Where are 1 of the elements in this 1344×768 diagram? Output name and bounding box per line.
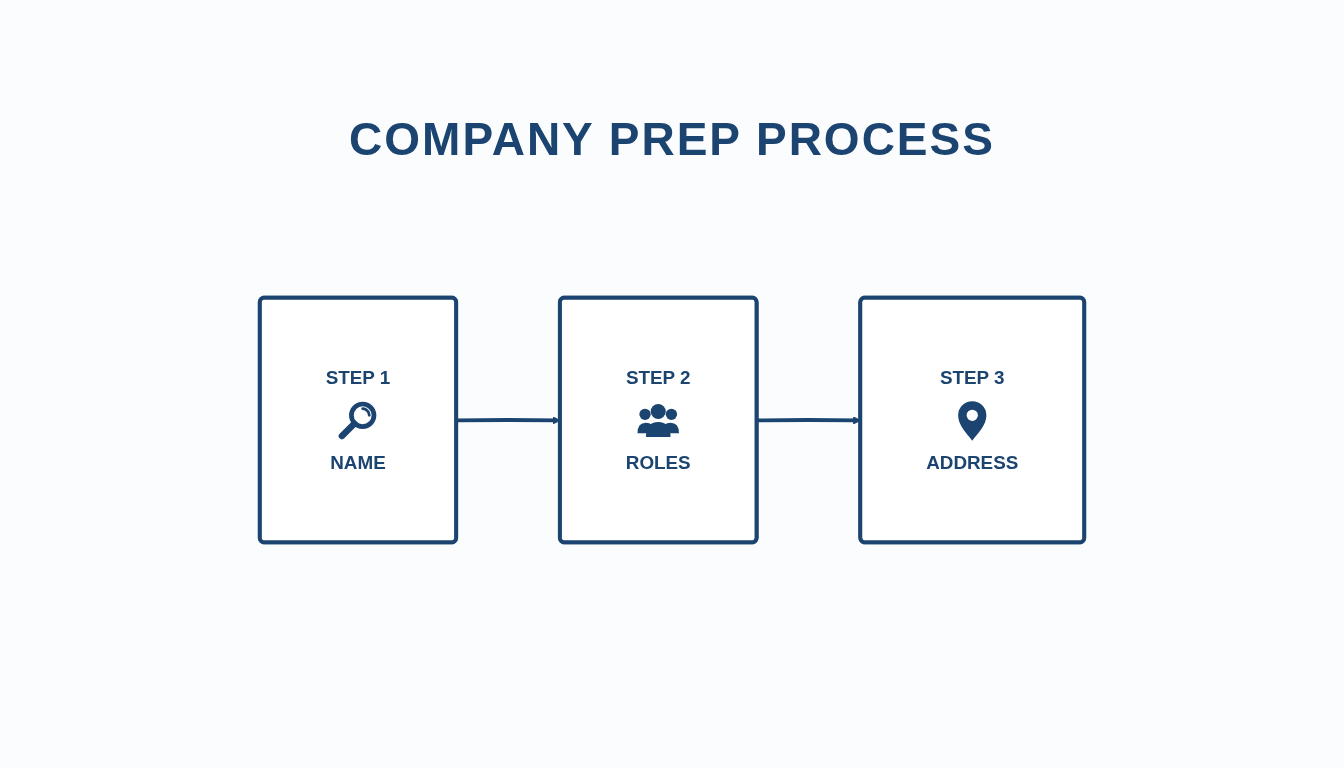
diagram-title: COMPANY PREP PROCESS <box>349 112 995 166</box>
